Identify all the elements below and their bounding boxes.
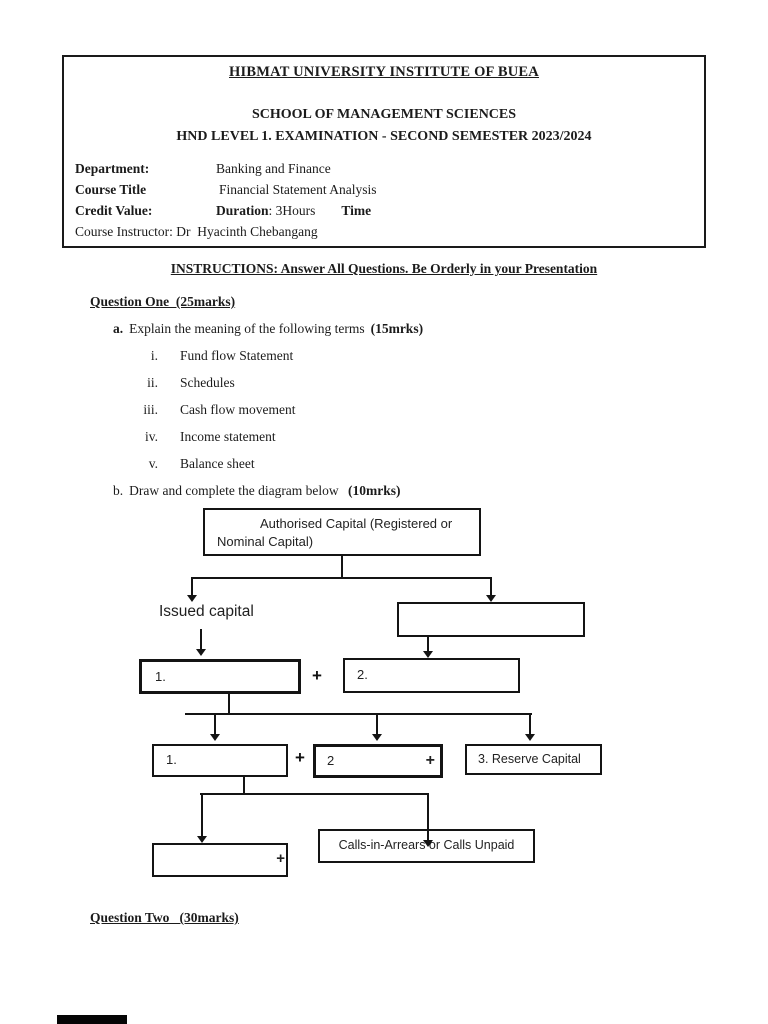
diagram-level2-box2: 2.	[343, 658, 520, 693]
part-a-label: a.	[113, 321, 124, 336]
instructor-line: Course Instructor: Dr Hyacinth Chebangan…	[75, 224, 318, 239]
arrow-down-icon	[372, 714, 382, 741]
scan-artifact-bar	[57, 1015, 127, 1024]
diagram-blank-box-bottom: +	[152, 843, 288, 877]
plus-sign: +	[425, 752, 435, 769]
part-a-text: Explain the meaning of the following ter…	[129, 321, 365, 336]
root-box-line2: Nominal Capital)	[217, 534, 314, 549]
arrow-down-icon	[197, 794, 207, 843]
plus-sign: +	[295, 748, 305, 767]
course-title-row: Course Title Financial Statement Analysis	[75, 179, 704, 200]
credit-value-row: Credit Value: Duration: 3Hours Time	[75, 200, 704, 221]
plus-sign: +	[276, 850, 285, 867]
connector-vline	[243, 777, 245, 795]
connector-vline	[228, 692, 230, 715]
department-value: Banking and Finance	[216, 161, 331, 176]
list-item-text: Income statement	[180, 429, 276, 444]
department-label: Department:	[75, 161, 150, 176]
arrow-down-icon	[423, 636, 433, 658]
list-item-text: Balance sheet	[180, 456, 255, 471]
duration-label: Duration	[216, 203, 269, 218]
list-item-numeral: v.	[148, 456, 158, 471]
part-b-label: b.	[113, 483, 124, 498]
connector-hline	[191, 577, 492, 579]
arrow-down-icon	[187, 577, 197, 602]
credit-value-label: Credit Value:	[75, 203, 153, 218]
exam-session-line: HND LEVEL 1. EXAMINATION - SECOND SEMEST…	[176, 129, 592, 144]
connector-hline	[185, 713, 532, 715]
part-b-text: Draw and complete the diagram below	[129, 483, 343, 498]
level3-box2-label: 2	[327, 753, 335, 768]
issued-capital-label: Issued capital	[159, 603, 254, 620]
course-info-fields: Department: Banking and Finance Course Ti…	[64, 158, 704, 242]
exam-header-box: HIBMAT UNIVERSITY INSTITUTE OF BUEA SCHO…	[62, 55, 706, 248]
instructor-row: Course Instructor: Dr Hyacinth Chebangan…	[75, 221, 704, 242]
course-title-label: Course Title	[75, 182, 147, 197]
list-item-numeral: ii.	[147, 375, 158, 390]
calls-in-arrears-box: Calls-in-Arrears or Calls Unpaid	[318, 829, 535, 863]
school-name: SCHOOL OF MANAGEMENT SCIENCES	[251, 107, 517, 122]
instructions-line: INSTRUCTIONS: Answer All Questions. Be O…	[170, 261, 598, 276]
list-item-text: Schedules	[180, 375, 235, 390]
question-one-heading: Question One (25marks)	[90, 294, 236, 309]
connector-hline	[200, 793, 429, 795]
arrow-down-icon	[196, 629, 206, 656]
time-label: Time	[341, 203, 372, 218]
diagram-blank-box-right	[397, 602, 585, 637]
diagram-level2-box1: 1.	[139, 659, 301, 694]
arrow-down-icon	[210, 714, 220, 741]
diagram-reserve-capital-box: 3. Reserve Capital	[465, 744, 602, 775]
question-one-part-a: a. Explain the meaning of the following t…	[113, 321, 423, 337]
course-title-value: Financial Statement Analysis	[219, 182, 377, 197]
list-item-text: Fund flow Statement	[180, 348, 294, 363]
connector-vline	[341, 555, 343, 578]
question-one-part-b: b. Draw and complete the diagram below (1…	[113, 483, 401, 499]
root-box-line1: Authorised Capital (Registered or	[260, 516, 453, 531]
part-a-marks: (15mrks)	[370, 321, 424, 336]
part-b-marks: (10mrks)	[348, 483, 401, 498]
question-two-heading: Question Two (30marks)	[90, 910, 239, 925]
plus-sign: +	[312, 666, 322, 685]
arrow-down-icon	[525, 714, 535, 741]
list-item-numeral: i.	[150, 348, 158, 363]
arrow-down-icon	[423, 794, 433, 847]
list-item-numeral: iv.	[145, 429, 158, 444]
diagram-level3-box2: 2 +	[313, 744, 443, 778]
list-item-numeral: iii.	[143, 402, 158, 417]
diagram-level3-box1: 1.	[152, 744, 288, 777]
diagram-root-box: Authorised Capital (Registered or Nomina…	[203, 508, 481, 556]
list-item-text: Cash flow movement	[180, 402, 296, 417]
arrow-down-icon	[486, 577, 496, 602]
university-title: HIBMAT UNIVERSITY INSTITUTE OF BUEA	[229, 64, 539, 80]
department-row: Department: Banking and Finance	[75, 158, 704, 179]
duration-value: : 3Hours	[268, 203, 316, 218]
